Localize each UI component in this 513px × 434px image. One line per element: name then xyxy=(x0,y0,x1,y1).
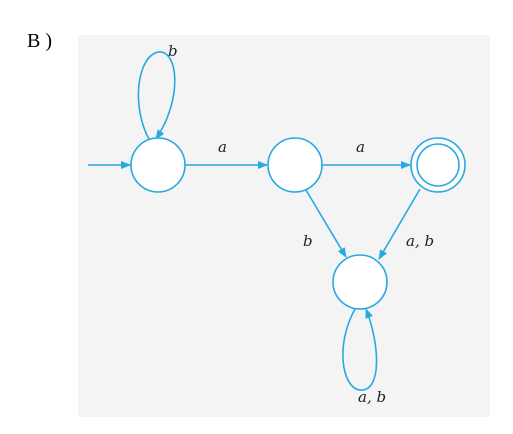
transition-label-q1-q2: a xyxy=(356,138,365,156)
transition-label-q2-q3: a, b xyxy=(406,232,434,250)
transition-q0-q0 xyxy=(137,51,176,142)
figure-label: B ) xyxy=(27,30,52,52)
state-q1 xyxy=(267,137,323,193)
transition-q2-q3 xyxy=(378,188,421,260)
transitions xyxy=(88,51,421,391)
state-q2-accept-ring xyxy=(416,143,460,187)
transition-label-q1-q3: b xyxy=(303,232,313,250)
diagram-panel xyxy=(78,35,490,417)
state-q2 xyxy=(410,137,466,193)
transition-label-q0-q1: a xyxy=(218,138,227,156)
state-q0 xyxy=(130,137,186,193)
transition-q3-q3 xyxy=(342,308,378,391)
states xyxy=(130,137,466,310)
state-q3 xyxy=(332,254,388,310)
transition-labels: b a a b a, b a, b xyxy=(168,42,434,406)
transition-label-q3-q3: a, b xyxy=(358,388,386,406)
transition-q1-q3 xyxy=(305,189,347,258)
transition-label-q0-q0: b xyxy=(168,42,178,60)
